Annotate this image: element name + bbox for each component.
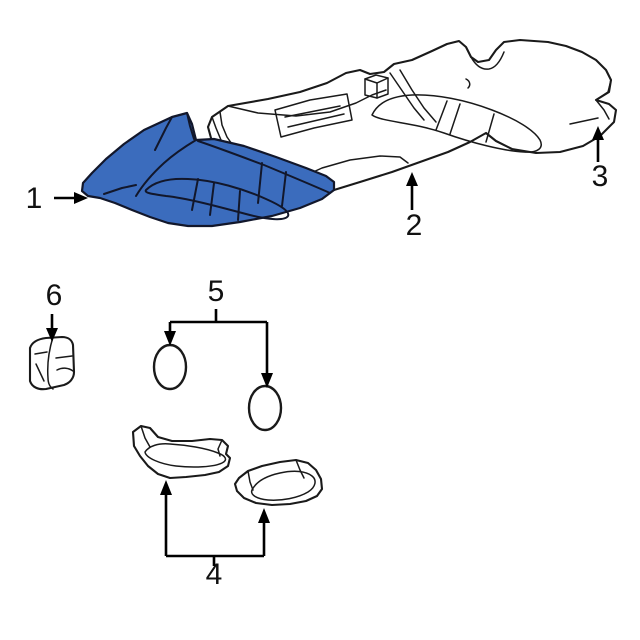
part-4-side-trim-pair [131, 424, 324, 507]
callout-1: 1 [26, 182, 88, 215]
callout-1-label: 1 [26, 182, 43, 215]
panel-center-crease-2 [399, 69, 437, 123]
trim-left-body [131, 424, 232, 480]
liner-upper-sweep [197, 140, 331, 194]
panel-right-tail-crease [569, 117, 599, 125]
grommet-right [247, 384, 283, 432]
callout-6: 6 [46, 279, 63, 342]
liner-oval-recess [144, 177, 290, 221]
panel-oval-recess [371, 94, 542, 153]
grommet-left [152, 343, 188, 391]
trim-left-crease [140, 425, 151, 448]
bracket-rib-3 [56, 367, 74, 372]
part-5-grommet-pair [152, 343, 283, 432]
trim-left-inner [144, 443, 227, 468]
callout-5: 5 [164, 275, 273, 388]
panel-rib-right [449, 103, 461, 135]
panel-louvre-line-2 [287, 113, 345, 128]
callout-2-label: 2 [406, 209, 423, 242]
liner-recess-rib-1 [191, 178, 199, 211]
panel-rib-left [435, 100, 448, 131]
bracket-rib-2 [55, 355, 73, 359]
callout-4-label: 4 [206, 558, 223, 591]
callout-3-label: 3 [592, 160, 609, 193]
part-2-cargo-floor-panel [206, 38, 618, 198]
bracket-rib-1 [34, 351, 48, 355]
trim-right-body [233, 458, 324, 507]
panel-right-tail-lower [595, 99, 610, 120]
part-6-corner-bracket [28, 335, 76, 391]
liner-rib-right-1 [257, 162, 263, 204]
callout-3: 3 [592, 126, 609, 193]
liner-main-crease [135, 139, 197, 197]
callout-2: 2 [406, 172, 423, 242]
liner-recess-rib-3 [237, 190, 241, 221]
panel-louvre-line-1 [284, 105, 341, 118]
panel-louvre-panel [274, 93, 353, 138]
trim-left-tip [217, 439, 223, 457]
callout-5-arrowhead-left [164, 331, 176, 346]
panel-notch [470, 51, 505, 70]
callout-1-arrowhead [74, 192, 88, 204]
trim-right-inner [250, 470, 316, 501]
liner-tip-mark [103, 184, 137, 195]
panel-right-tail-upper [595, 79, 612, 101]
liner-top-fold [154, 116, 173, 151]
panel-boss-cube [364, 74, 389, 99]
callout-6-label: 6 [46, 279, 63, 312]
panel-hook-mark [465, 78, 471, 89]
bracket-rib-4 [35, 363, 45, 382]
trim-right-crease [247, 470, 254, 491]
bracket-fold-line [47, 336, 54, 390]
callout-5-label: 5 [208, 275, 225, 308]
liner-recess-rib-2 [209, 182, 215, 216]
part-1-wheelhouse-liner [80, 111, 336, 228]
panel-top-rim [227, 89, 387, 117]
callout-4-arrowhead-right [258, 508, 270, 523]
panel-rib-far [485, 113, 495, 143]
panel-center-crease [389, 72, 425, 121]
liner-top-fold-right [186, 112, 195, 140]
callout-3-arrowhead [592, 126, 604, 140]
callout-6-arrowhead [46, 328, 58, 342]
bracket-body [28, 335, 76, 391]
trim-right-edge [295, 459, 305, 479]
callout-4: 4 [160, 480, 270, 591]
callout-2-arrowhead [406, 172, 418, 186]
liner-body [80, 111, 336, 228]
callout-5-arrowhead-right [261, 373, 273, 388]
callout-4-arrowhead-left [160, 480, 172, 495]
liner-rib-right-2 [281, 171, 287, 207]
